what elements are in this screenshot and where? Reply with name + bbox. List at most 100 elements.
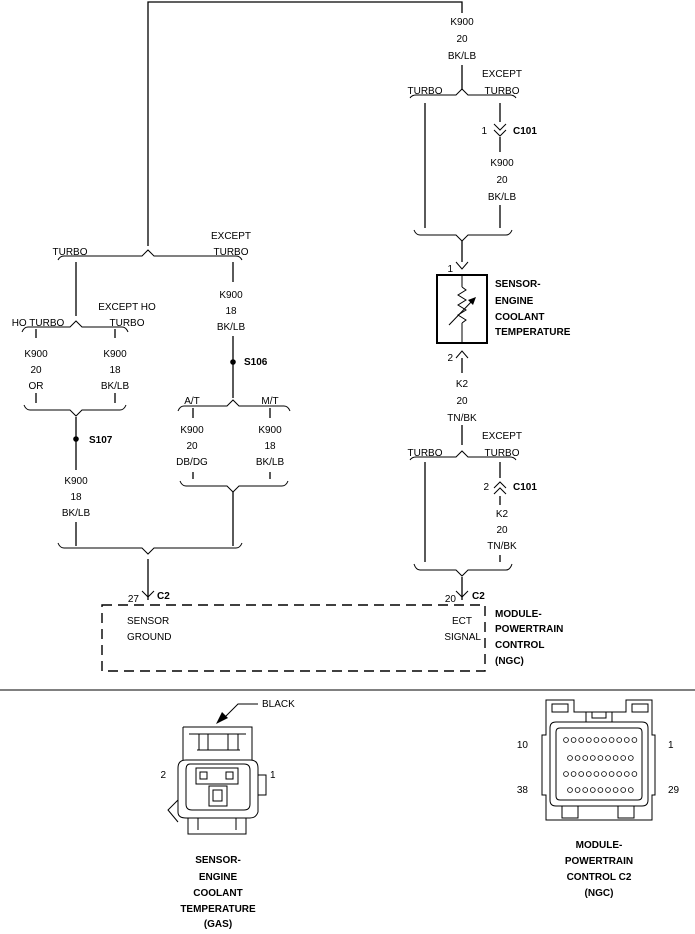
- svg-text:18: 18: [225, 306, 237, 317]
- brace-at-mt-merge: [179, 480, 289, 493]
- sensor-connector-view: BLACK 2 1 SENSOR- ENGINE COOLANT TEMPERA…: [160, 699, 295, 930]
- pcm-ect-signal-1: ECT: [452, 616, 472, 627]
- pcm-view-pin-29: 29: [668, 785, 680, 796]
- svg-text:BK/LB: BK/LB: [101, 381, 130, 392]
- pcm-pin-20: 20: [445, 594, 457, 605]
- svg-text:ENGINE: ENGINE: [199, 872, 238, 883]
- pcm-pin-hole: [582, 755, 588, 761]
- split-label-except-ho: EXCEPT HO: [98, 302, 156, 313]
- pcm-pin-hole: [623, 771, 630, 777]
- svg-text:K900: K900: [64, 476, 88, 487]
- pcm-pin-hole: [601, 737, 607, 743]
- pcm-sensor-ground-1: SENSOR: [127, 616, 169, 627]
- svg-text:(GAS): (GAS): [204, 919, 232, 930]
- split-label-turbo: TURBO: [408, 86, 443, 97]
- wire-color: BK/LB: [448, 51, 477, 62]
- wire-code: K900: [450, 17, 474, 28]
- pcm-pin-hole: [578, 737, 584, 743]
- brace-right-low-top: [409, 450, 517, 461]
- pcm-pin-hole: [589, 787, 596, 793]
- wire-label-k900-mt: K900 18 BK/LB: [256, 425, 285, 468]
- split-label-mt: M/T: [261, 396, 278, 407]
- split-label-left-except-turbo: TURBO: [214, 247, 249, 258]
- pcm-pin-hole: [605, 755, 611, 761]
- pcm-pin-hole: [612, 787, 619, 793]
- svg-text:DB/DG: DB/DG: [176, 457, 208, 468]
- splice-s107: S107: [73, 435, 113, 446]
- split-label-except-turbo-lower: TURBO: [485, 448, 520, 459]
- pcm-pin-hole: [570, 771, 577, 777]
- brace-at-mt: [177, 399, 291, 412]
- split-label-except-lower: EXCEPT: [482, 431, 522, 442]
- pcm-connector-view: 10 1 38 29 MODULE- POWERTRAIN CONTROL C2…: [517, 699, 680, 899]
- pcm-pin-hole: [608, 737, 615, 743]
- pcm-pin-hole: [563, 737, 569, 743]
- svg-text:18: 18: [70, 492, 82, 503]
- brace-ho: [21, 320, 129, 333]
- pcm-pin-grid: [563, 737, 638, 793]
- svg-text:K900: K900: [490, 158, 514, 169]
- wire-label-k900-or: K900 20 OR: [24, 349, 48, 392]
- pcm-pin-hole: [597, 787, 604, 793]
- sensor-view-pin-2: 2: [160, 770, 166, 781]
- pcm-pin-27: 27: [128, 594, 140, 605]
- svg-text:20: 20: [456, 396, 468, 407]
- svg-text:K900: K900: [180, 425, 204, 436]
- pcm-pin-hole: [593, 771, 600, 777]
- brace-right-top: [409, 88, 517, 99]
- c101-name-lower: C101: [513, 482, 537, 493]
- wire-label-top: K900 20 BK/LB: [448, 17, 477, 62]
- pcm-pin-hole: [567, 787, 573, 793]
- pcm-pin-hole: [597, 755, 604, 761]
- pcm-pin-hole: [567, 755, 573, 761]
- wire-gauge: 20: [456, 34, 468, 45]
- pcm-view-pin-38: 38: [517, 785, 529, 796]
- pcm-view-pin-1: 1: [668, 740, 674, 751]
- pcm-pin-hole: [601, 771, 607, 777]
- wire-label-k900-dbdg: K900 20 DB/DG: [176, 425, 208, 468]
- pcm-label-4: (NGC): [495, 656, 524, 667]
- svg-text:20: 20: [30, 365, 42, 376]
- split-label-ho-turbo: HO TURBO: [12, 318, 65, 329]
- svg-text:K900: K900: [219, 290, 243, 301]
- sensor-color-label: BLACK: [262, 699, 295, 710]
- pcm-pin-hole: [589, 755, 596, 761]
- svg-text:K900: K900: [103, 349, 127, 360]
- svg-text:BK/LB: BK/LB: [256, 457, 285, 468]
- sensor-label-4: TEMPERATURE: [495, 327, 571, 338]
- svg-text:BK/LB: BK/LB: [62, 508, 91, 519]
- svg-text:K2: K2: [496, 509, 509, 520]
- pcm-c2-block: 27 C2 20 C2 SENSOR GROUND ECT SIGNAL MOD…: [101, 590, 563, 672]
- brace-left-top: [57, 249, 243, 261]
- split-label-left-turbo: TURBO: [53, 247, 88, 258]
- split-label-except-turbo: TURBO: [485, 86, 520, 97]
- wire-label-k2-c101: K2 20 TN/BK: [487, 509, 517, 552]
- wire-label-k900-bklb-ho: K900 18 BK/LB: [101, 349, 130, 392]
- svg-text:BK/LB: BK/LB: [217, 322, 246, 333]
- connector-c101-upper: 1 C101: [481, 123, 537, 137]
- pcm-label-2: POWERTRAIN: [495, 624, 563, 635]
- pcm-pin-hole: [616, 737, 622, 743]
- splice-s106: S106: [230, 357, 268, 368]
- pcm-pin-hole: [620, 755, 626, 761]
- svg-text:K900: K900: [24, 349, 48, 360]
- split-label-except-ho-turbo: TURBO: [110, 318, 145, 329]
- pcm-pin-hole: [631, 771, 638, 777]
- pcm-label-1: MODULE-: [495, 609, 542, 620]
- pcm-pin-hole: [593, 737, 600, 743]
- svg-text:OR: OR: [29, 381, 44, 392]
- svg-text:CONTROL C2: CONTROL C2: [567, 872, 632, 883]
- pcm-pin-hole: [620, 787, 626, 793]
- svg-text:20: 20: [186, 441, 198, 452]
- svg-text:K2: K2: [456, 379, 469, 390]
- svg-text:TEMPERATURE: TEMPERATURE: [180, 904, 256, 915]
- pcm-pin-hole: [582, 787, 588, 793]
- sensor-view-pin-1: 1: [270, 770, 276, 781]
- svg-text:20: 20: [496, 175, 508, 186]
- pcm-pin-hole: [623, 737, 630, 743]
- svg-text:COOLANT: COOLANT: [193, 888, 242, 899]
- wire-label-k2-main: K2 20 TN/BK: [447, 379, 477, 424]
- pcm-pin-hole: [574, 755, 581, 761]
- pcm-sensor-ground-2: GROUND: [127, 632, 171, 643]
